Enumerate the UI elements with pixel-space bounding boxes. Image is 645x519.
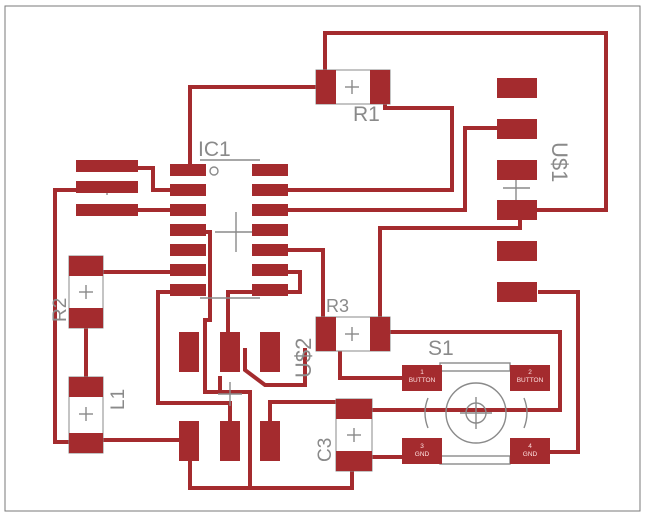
trace <box>248 468 354 490</box>
ic1-pin <box>170 204 206 216</box>
smd-pad <box>76 204 138 216</box>
s1-pad <box>402 365 442 391</box>
s1-bracket-right <box>523 397 528 429</box>
trace <box>278 126 504 212</box>
us2-pad <box>179 332 199 372</box>
ic1-pin <box>170 224 206 236</box>
s1-pin-number: 3 <box>420 443 424 450</box>
ic1-pin <box>252 224 288 236</box>
us1-pad <box>497 160 537 180</box>
trace <box>156 290 232 432</box>
trace <box>378 208 522 332</box>
s1-pad-label: GND <box>523 451 538 458</box>
us1-pad <box>497 241 537 261</box>
label-us2: U$2 <box>291 338 316 378</box>
ic1-pin <box>170 284 206 296</box>
us2-pad <box>179 421 199 461</box>
us2-pad <box>260 332 280 372</box>
smd-pad <box>76 181 138 193</box>
trace <box>226 270 302 332</box>
label-ic1: IC1 <box>198 138 231 161</box>
board-outline <box>4 5 641 512</box>
s1-bottom-bar <box>439 455 511 465</box>
s1-pad-label: GND <box>415 451 430 458</box>
label-r3: R3 <box>326 296 349 316</box>
us1-pad <box>497 119 537 139</box>
us1-pad <box>497 78 537 98</box>
r3-component <box>315 316 391 352</box>
ic1-pin1-marker <box>209 166 219 176</box>
c3-component <box>335 398 373 472</box>
us2-pad <box>260 421 280 461</box>
us2-pad <box>220 332 240 372</box>
ic1-pin <box>252 204 288 216</box>
ic1-pin <box>252 284 288 296</box>
s1-pad <box>510 365 550 391</box>
trace <box>368 330 562 412</box>
smd-pad <box>76 160 138 172</box>
s1-actuator-outer <box>445 382 507 444</box>
silkscreen <box>100 159 530 465</box>
us2-pad <box>220 421 240 461</box>
us1-pad <box>497 200 537 220</box>
label-us1: U$1 <box>547 142 572 182</box>
r1-component <box>315 69 391 105</box>
ic1-pin <box>170 164 206 176</box>
label-r2: R2 <box>50 298 71 322</box>
ic1-pin <box>170 264 206 276</box>
trace <box>133 166 184 192</box>
s1-pad-label: BUTTON <box>409 377 436 384</box>
ic1-pin <box>252 164 288 176</box>
ic1-pin <box>252 184 288 196</box>
trace <box>538 290 580 454</box>
trace <box>338 348 407 380</box>
ic1-pin <box>170 184 206 196</box>
trace <box>188 85 337 172</box>
ic1-pin <box>170 244 206 256</box>
s1-pin-number: 4 <box>528 443 532 450</box>
pads <box>76 78 550 464</box>
trace <box>243 348 307 387</box>
l1-component <box>68 376 104 454</box>
ic1-pin <box>252 264 288 276</box>
s1-pad <box>402 438 442 464</box>
trace <box>268 400 342 432</box>
s1-bracket-left <box>424 397 429 429</box>
ic1-pin <box>252 244 288 256</box>
trace <box>323 31 608 212</box>
us1-pad <box>497 282 537 302</box>
r2-component <box>68 255 104 329</box>
s1-pad <box>510 438 550 464</box>
s1-pad-label: BUTTON <box>517 377 544 384</box>
label-c3: C3 <box>315 438 336 462</box>
label-r1: R1 <box>353 103 380 126</box>
label-l1: L1 <box>108 389 129 410</box>
s1-top-bar <box>439 362 511 372</box>
s1-pin-number: 2 <box>528 369 532 376</box>
trace <box>188 230 252 490</box>
label-s1: S1 <box>428 337 454 360</box>
s1-pin-number: 1 <box>420 369 424 376</box>
